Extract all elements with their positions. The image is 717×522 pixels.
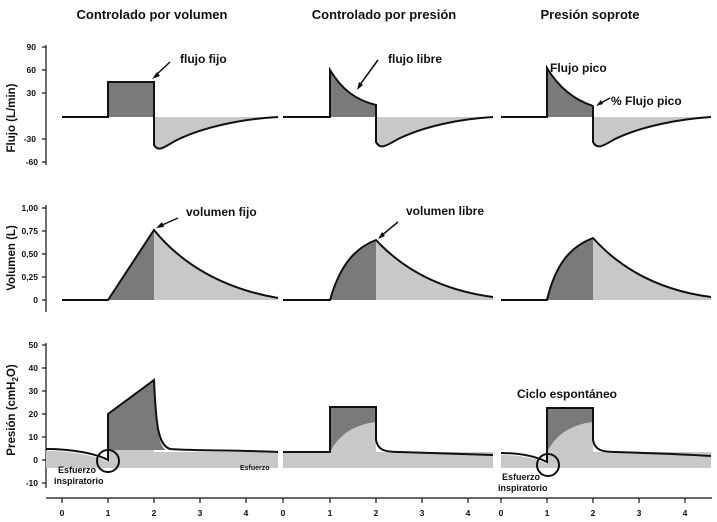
annotation-free-flow: flujo libre bbox=[357, 52, 442, 90]
flow-tick-60: 60 bbox=[27, 65, 37, 75]
flow-axis-label: Flujo (L/min) bbox=[6, 83, 18, 152]
volume-tick-025: 0,25 bbox=[21, 272, 38, 282]
effort-circle-col1 bbox=[96, 449, 120, 473]
annotation-pct-peak-flow: % Flujo pico bbox=[596, 94, 682, 108]
volume-tick-labels: 1,00 0,75 0,50 0,25 0 bbox=[21, 203, 38, 305]
svg-text:inspiratorio: inspiratorio bbox=[498, 483, 548, 493]
svg-text:flujo fijo: flujo fijo bbox=[180, 52, 227, 66]
svg-text:flujo libre: flujo libre bbox=[388, 52, 442, 66]
volume-tick-1: 1,00 bbox=[21, 203, 38, 213]
time-tick-labels: 0 1 2 3 4 0 1 2 3 4 0 1 2 3 4 bbox=[60, 508, 688, 518]
pressure-waveform-volume-controlled bbox=[45, 378, 279, 468]
time-tick: 4 bbox=[683, 508, 688, 518]
time-tick: 2 bbox=[374, 508, 379, 518]
time-tick: 1 bbox=[545, 508, 550, 518]
header-pressure-controlled: Controlado por presión bbox=[312, 7, 457, 22]
pressure-y-axis bbox=[42, 343, 47, 488]
time-tick: 0 bbox=[281, 508, 286, 518]
volume-tick-075: 0,75 bbox=[21, 226, 38, 236]
time-tick: 3 bbox=[420, 508, 425, 518]
volume-axis-label: Volumen (L) bbox=[6, 225, 18, 291]
time-tick: 2 bbox=[152, 508, 157, 518]
svg-text:volumen libre: volumen libre bbox=[406, 204, 484, 218]
pressure-axis-label: Presión (cmH2O) bbox=[6, 364, 20, 456]
annotation-free-volume: volumen libre bbox=[378, 204, 484, 239]
volume-waveform-volume-controlled bbox=[62, 228, 279, 301]
time-tick: 0 bbox=[499, 508, 504, 518]
flow-tick-90: 90 bbox=[27, 42, 37, 52]
pressure-tick-0: 0 bbox=[33, 455, 38, 465]
annotation-spontaneous-cycle: Ciclo espontáneo bbox=[517, 387, 617, 401]
header-volume-controlled: Controlado por volumen bbox=[77, 7, 228, 22]
time-tick: 1 bbox=[106, 508, 111, 518]
flow-tick-labels: 90 60 30 -30 -60 bbox=[24, 42, 39, 167]
effort-label-col1: Esfuerzo inspiratorio bbox=[54, 465, 104, 486]
svg-text:Presión (cmH2O): Presión (cmH2O) bbox=[6, 364, 20, 456]
flow-waveform-pressure-controlled bbox=[283, 66, 494, 148]
volume-tick-0: 0 bbox=[33, 295, 38, 305]
flow-waveform-pressure-support bbox=[501, 64, 712, 148]
pressure-tick-minus10: -10 bbox=[26, 478, 39, 488]
pressure-waveform-pressure-controlled bbox=[283, 406, 494, 468]
time-tick: 4 bbox=[244, 508, 249, 518]
pressure-tick-50: 50 bbox=[29, 340, 39, 350]
annotation-peak-flow: Flujo pico bbox=[550, 61, 607, 75]
svg-text:volumen fijo: volumen fijo bbox=[186, 205, 257, 219]
effort-label-col3: Esfuerzo inspiratorio bbox=[498, 472, 548, 493]
time-tick: 0 bbox=[60, 508, 65, 518]
time-tick: 3 bbox=[637, 508, 642, 518]
svg-text:Esfuerzo: Esfuerzo bbox=[58, 465, 97, 475]
volume-tick-050: 0,50 bbox=[21, 249, 38, 259]
time-tick: 1 bbox=[328, 508, 333, 518]
flow-tick-minus60: -60 bbox=[26, 157, 39, 167]
volume-waveform-pressure-controlled bbox=[283, 238, 494, 301]
pressure-tick-labels: 50 40 30 20 10 0 -10 bbox=[26, 340, 39, 488]
svg-text:% Flujo pico: % Flujo pico bbox=[611, 94, 682, 108]
pressure-tick-20: 20 bbox=[29, 409, 39, 419]
pressure-waveform-pressure-support bbox=[500, 407, 712, 468]
time-x-axis bbox=[46, 497, 712, 503]
effort-circle-col3 bbox=[536, 453, 560, 477]
time-tick: 2 bbox=[591, 508, 596, 518]
effort-label-partial: Esfuerzo bbox=[240, 465, 270, 472]
annotation-fixed-volume: volumen fijo bbox=[156, 205, 257, 228]
pressure-tick-10: 10 bbox=[29, 432, 39, 442]
annotation-fixed-flow: flujo fijo bbox=[152, 52, 227, 79]
svg-text:Esfuerzo: Esfuerzo bbox=[502, 472, 541, 482]
volume-waveform-pressure-support bbox=[501, 236, 712, 301]
flow-tick-30: 30 bbox=[27, 88, 37, 98]
volume-y-axis bbox=[42, 205, 47, 312]
pressure-tick-30: 30 bbox=[29, 386, 39, 396]
svg-text:inspiratorio: inspiratorio bbox=[54, 476, 104, 486]
time-tick: 4 bbox=[466, 508, 471, 518]
pressure-tick-40: 40 bbox=[29, 363, 39, 373]
header-pressure-support: Presión soprote bbox=[541, 7, 640, 22]
time-tick: 3 bbox=[198, 508, 203, 518]
flow-y-axis bbox=[42, 45, 47, 165]
flow-tick-minus30: -30 bbox=[24, 134, 37, 144]
flow-waveform-volume-controlled bbox=[62, 81, 279, 150]
